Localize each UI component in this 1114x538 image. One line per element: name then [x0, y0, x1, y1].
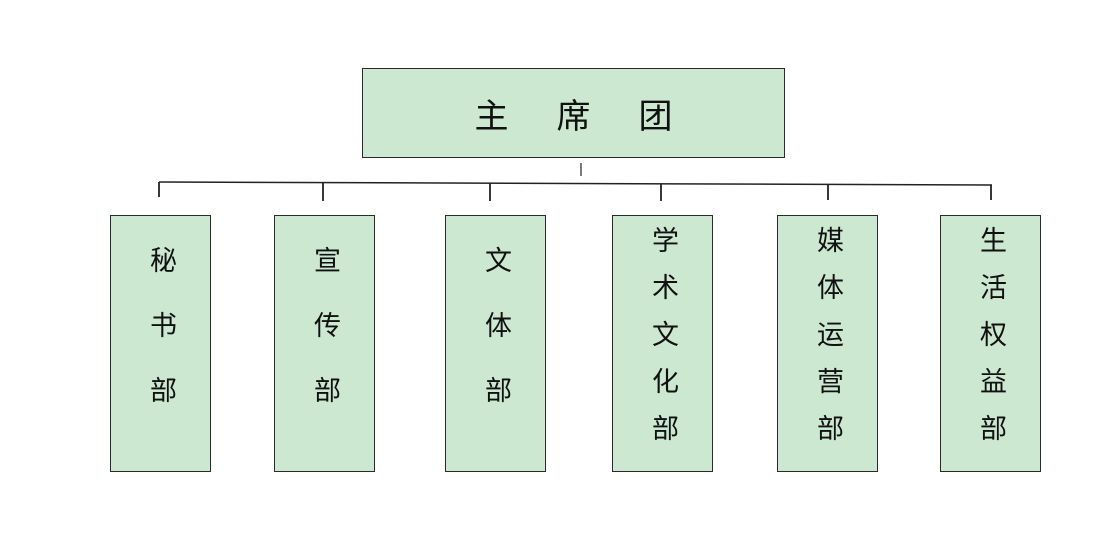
dept-node-secretariat: 秘书部 [110, 215, 211, 472]
dept-label-media-operations: 媒体运营部 [812, 226, 843, 461]
dept-label-student-welfare: 生活权益部 [975, 226, 1006, 461]
dept-node-media-operations: 媒体运营部 [777, 215, 878, 472]
dept-node-academic-culture: 学术文化部 [612, 215, 713, 472]
root-node-box: 主席团 [362, 68, 785, 158]
horizontal-bus-line [158, 181, 993, 186]
dept-label-arts-sports: 文体部 [480, 246, 511, 441]
dept-label-academic-culture: 学术文化部 [647, 226, 678, 461]
root-node-label: 主席团 [474, 96, 721, 137]
dept-label-secretariat: 秘书部 [145, 246, 176, 441]
dept-node-arts-sports: 文体部 [445, 215, 546, 472]
dept-label-publicity: 宣传部 [309, 246, 340, 441]
dept-node-student-welfare: 生活权益部 [940, 215, 1041, 472]
dept-node-publicity: 宣传部 [274, 215, 375, 472]
